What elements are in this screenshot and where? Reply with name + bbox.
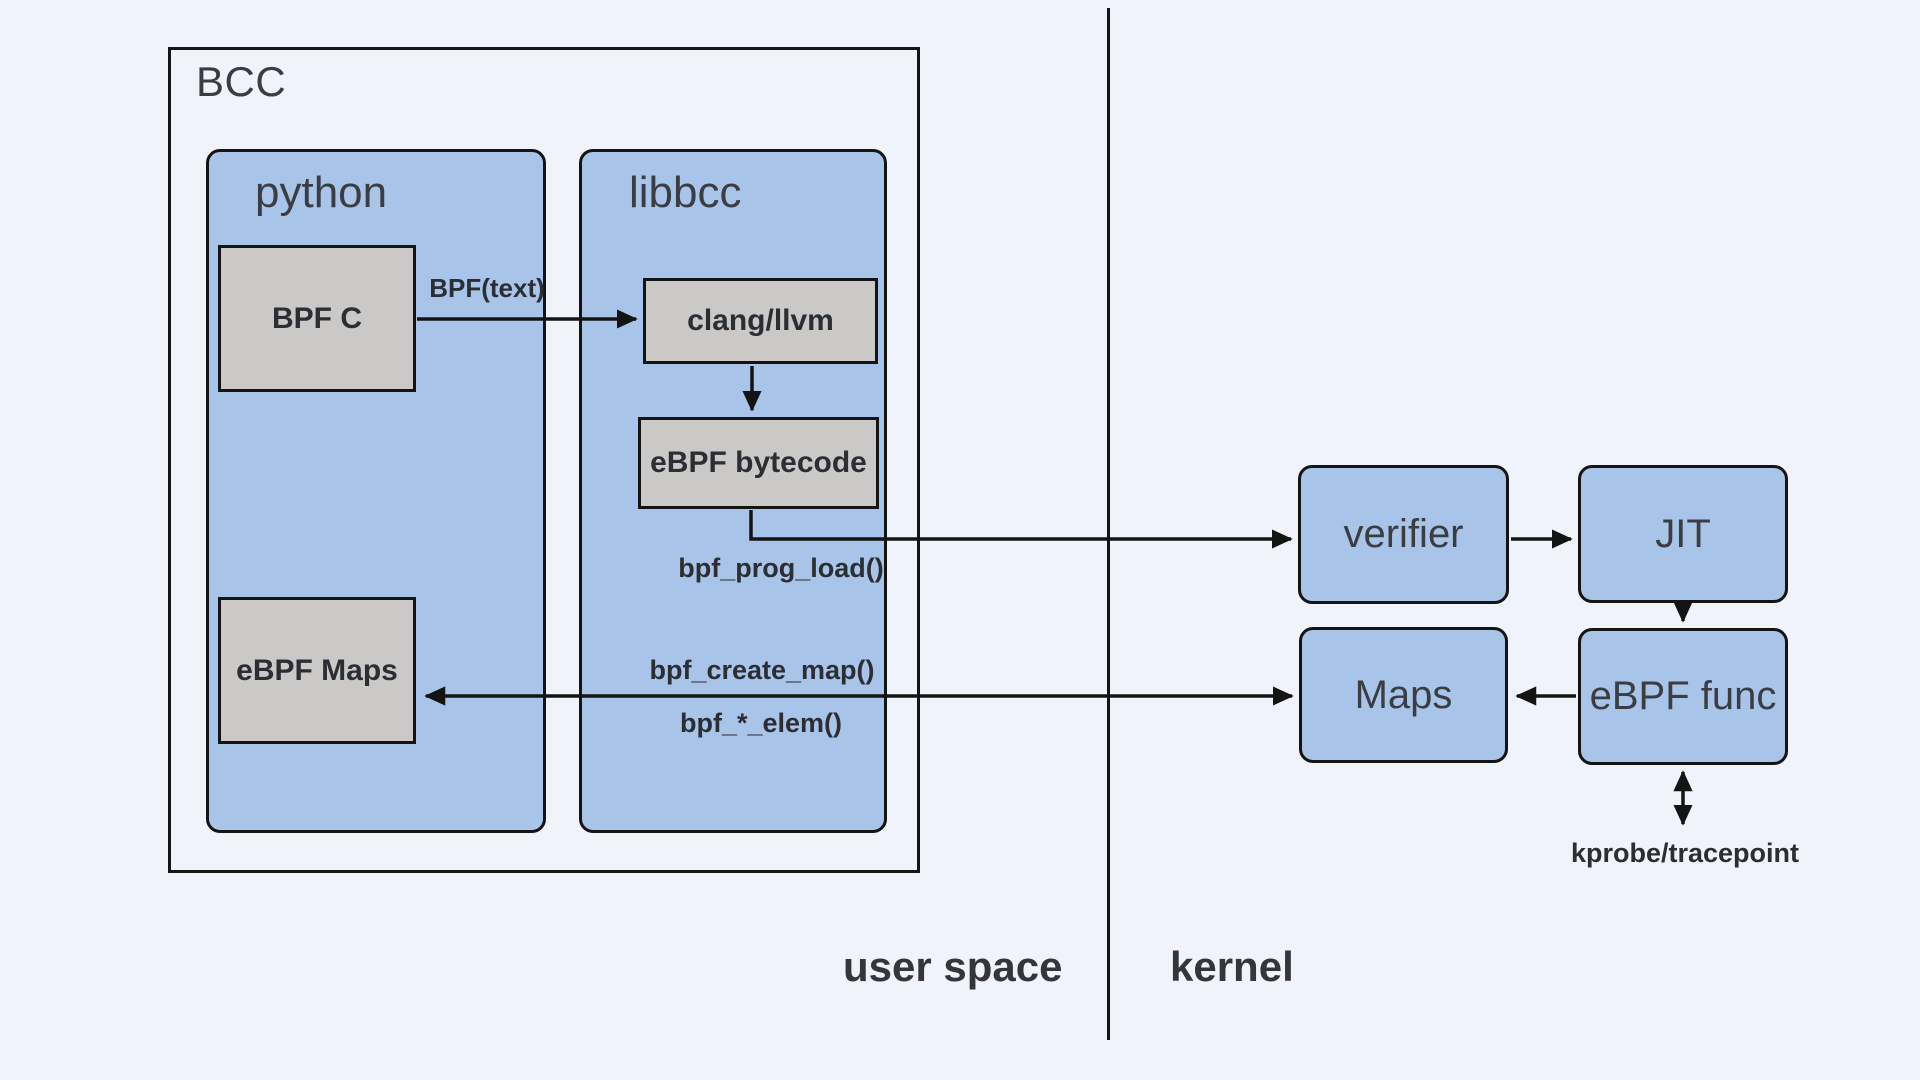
- node-ebpf-bytecode: eBPF bytecode: [638, 417, 879, 509]
- node-maps-kernel: Maps: [1299, 627, 1508, 763]
- node-ebpf-maps-user: eBPF Maps: [218, 597, 416, 744]
- node-jit: JIT: [1578, 465, 1788, 603]
- node-clang-llvm: clang/llvm: [643, 278, 878, 364]
- edge-label-bpf-text: BPF(text): [429, 273, 545, 303]
- edge-label-bpf-elem: bpf_*_elem(): [679, 708, 843, 738]
- region-label-user-space: user space: [843, 943, 1063, 990]
- libbcc-group-label: libbcc: [629, 168, 742, 217]
- edge-label-bpf-prog-load: bpf_prog_load(): [678, 553, 884, 583]
- node-ebpf-func: eBPF func: [1578, 628, 1788, 765]
- user-kernel-divider-line: [1107, 8, 1110, 1040]
- node-bpf-c: BPF C: [218, 245, 416, 392]
- bcc-title: BCC: [196, 58, 287, 105]
- node-verifier: verifier: [1298, 465, 1509, 604]
- python-group-label: python: [255, 168, 388, 217]
- bcc-container-box: [168, 47, 920, 873]
- edge-label-kprobe-tracepoint: kprobe/tracepoint: [1570, 838, 1800, 868]
- region-label-kernel: kernel: [1170, 943, 1294, 990]
- edge-label-bpf-create-map: bpf_create_map(): [649, 655, 875, 685]
